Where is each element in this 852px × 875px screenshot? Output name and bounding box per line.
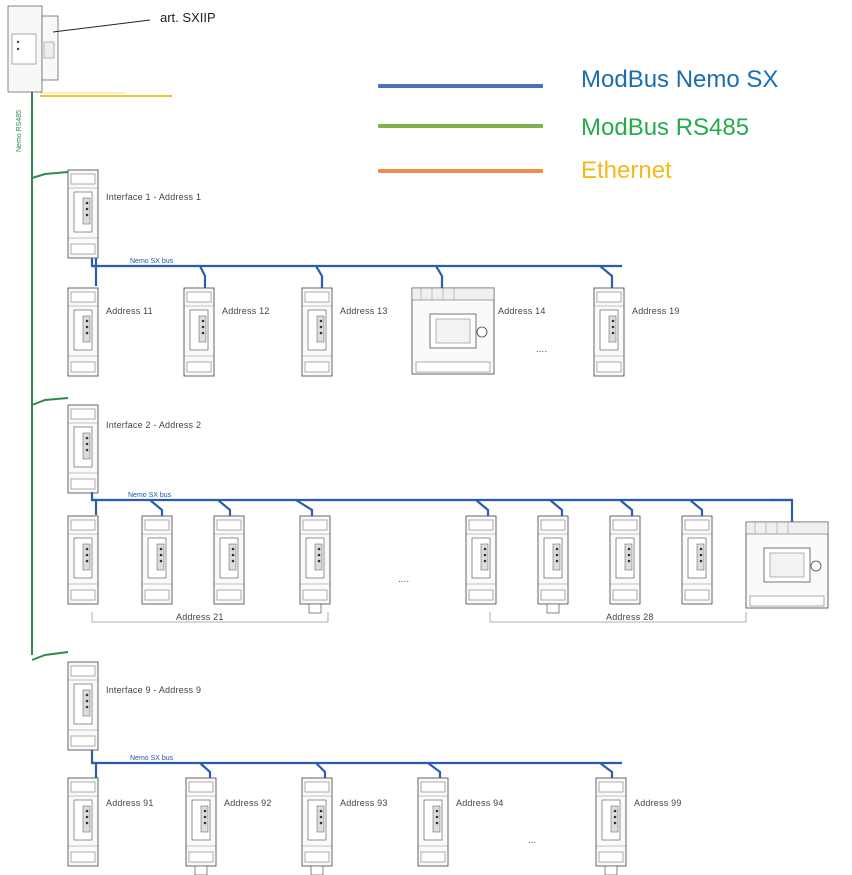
interface-1-device <box>67 169 99 259</box>
group-1-device-3-label: Address 13 <box>340 306 388 316</box>
group-1-bus-label: Nemo SX bus <box>130 258 174 265</box>
group-2-device-8 <box>681 515 713 605</box>
interface-1-label: Interface 1 - Address 1 <box>106 192 201 202</box>
group-9-bus-label: Nemo SX bus <box>130 755 174 762</box>
group-1-device-5 <box>593 287 625 377</box>
group-1-device-2 <box>183 287 215 377</box>
group-2-bus-label: Nemo SX bus <box>128 492 172 499</box>
group-2-device-6 <box>538 516 568 613</box>
group-2-device-7 <box>609 515 641 605</box>
group-1-device-4-label: Address 14 <box>498 306 546 316</box>
group-9-device-3 <box>302 778 332 875</box>
group-2-range-brackets <box>91 612 747 623</box>
group-1-meter <box>411 287 495 375</box>
group-1-ellipsis: .... <box>536 344 547 355</box>
legend-label-rs485: ModBus RS485 <box>581 114 750 141</box>
product-label: art. SXIIP <box>160 10 216 25</box>
group-1-device-2-label: Address 12 <box>222 306 270 316</box>
group-2-meter <box>745 521 829 609</box>
group-9-device-5 <box>596 778 626 875</box>
group-2-range-label-2: Address 28 <box>606 612 654 622</box>
group-9-device-1-label: Address 91 <box>106 798 154 808</box>
interface-9-label: Interface 9 - Address 9 <box>106 685 201 695</box>
interface-2-device <box>67 404 99 494</box>
group-1-device-3 <box>301 287 333 377</box>
legend-label-ethernet: Ethernet <box>581 157 672 184</box>
legend-line-rs485 <box>378 124 543 128</box>
sxiip-gateway-device <box>7 5 59 93</box>
group-1-nemo-sx-bus <box>90 258 622 293</box>
group-9-device-5-label: Address 99 <box>634 798 682 808</box>
group-2-device-4 <box>300 516 330 613</box>
rs485-vertical-label: Nemo RS485 <box>16 110 23 152</box>
group-9-device-3-label: Address 93 <box>340 798 388 808</box>
group-9-device-4-label: Address 94 <box>456 798 504 808</box>
group-2-ellipsis: .... <box>398 574 409 585</box>
group-1-device-1 <box>67 287 99 377</box>
group-1-device-5-label: Address 19 <box>632 306 680 316</box>
group-9-device-4 <box>417 777 449 867</box>
legend-line-ethernet <box>378 169 543 173</box>
legend-label-nemo-sx: ModBus Nemo SX <box>581 66 779 93</box>
legend-line-nemo-sx <box>378 84 543 88</box>
interface-9-device <box>67 661 99 751</box>
rs485-trunk <box>31 92 69 661</box>
group-9-ellipsis: ... <box>528 835 536 846</box>
group-9-device-1 <box>67 777 99 867</box>
group-2-device-3 <box>213 515 245 605</box>
group-2-range-label-1: Address 21 <box>176 612 224 622</box>
group-2-device-1 <box>67 515 99 605</box>
product-pointer-line <box>52 19 151 33</box>
group-2-device-5 <box>465 515 497 605</box>
group-1-device-1-label: Address 11 <box>106 306 153 316</box>
group-2-device-2 <box>141 515 173 605</box>
interface-2-label: Interface 2 - Address 2 <box>106 420 201 430</box>
group-9-device-2-label: Address 92 <box>224 798 272 808</box>
group-9-device-2 <box>186 778 216 875</box>
